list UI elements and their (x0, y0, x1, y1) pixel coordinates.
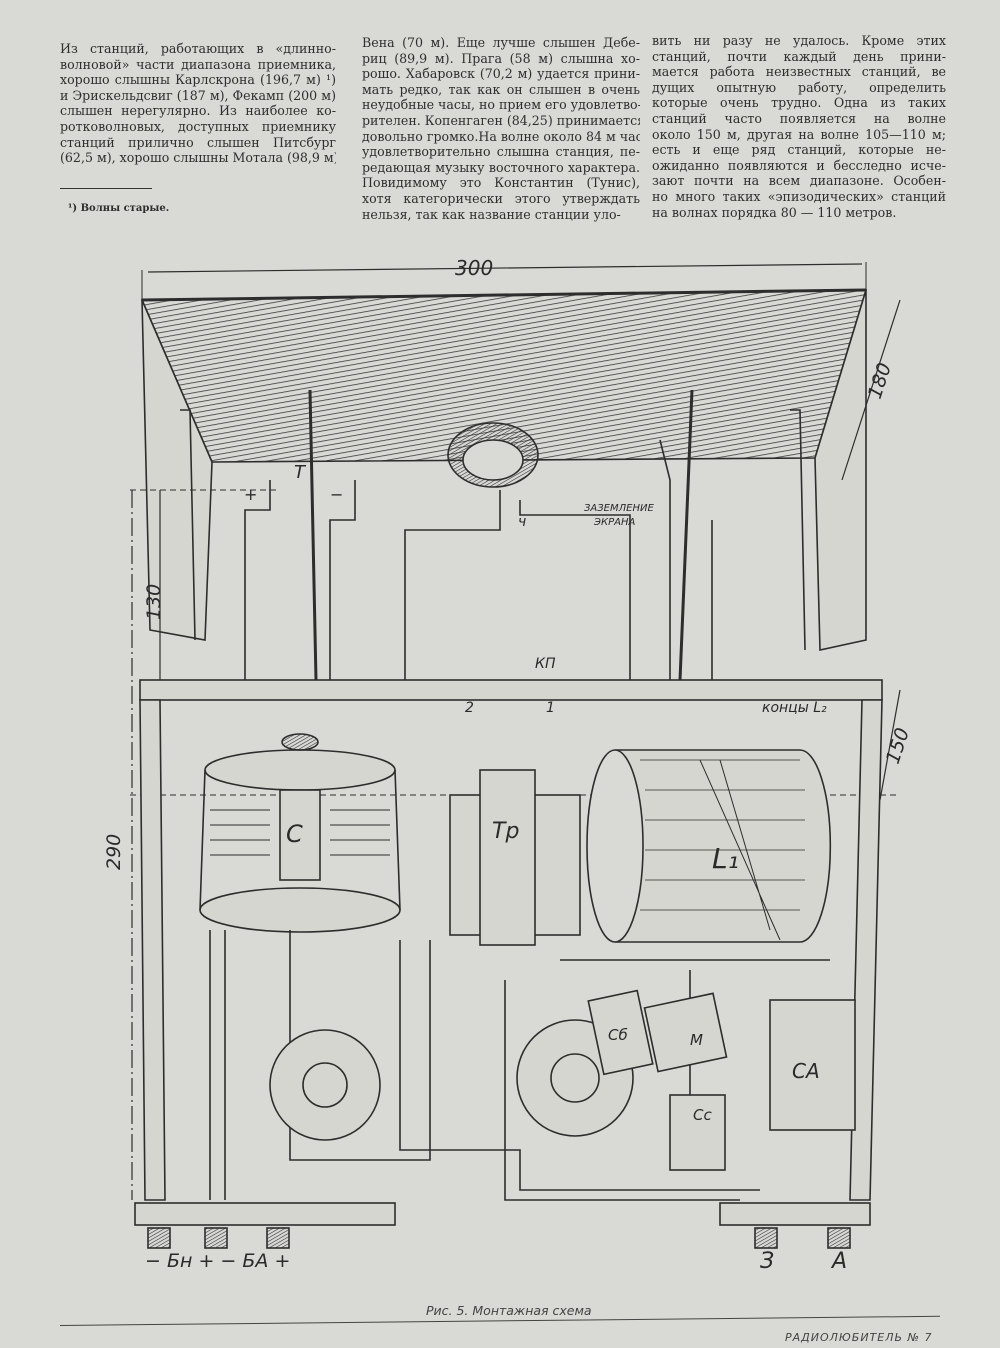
label-term-1: 1 (546, 700, 555, 716)
text-line: довольно громко.На волне около 84 м част… (362, 128, 640, 144)
text-line: ротковолновых, доступных приемнику (60, 118, 336, 134)
wiring-diagram: 300 180 130 150 290 T + − ч ЗАЗЕМЛЕНИЕ Э… (103, 256, 914, 1274)
text-line: Из станций, работающих в «длинно- (60, 41, 336, 56)
label-lamp-mark: ч (518, 514, 526, 530)
label-m: M (690, 1031, 703, 1049)
middle-shelf (139, 679, 883, 701)
text-line: хотя категорически этого утверждать (362, 190, 640, 206)
label-cb: Cб (608, 1026, 628, 1044)
right-side-wall (814, 289, 867, 651)
text-line: мать редко, так как он слышен в очень (362, 81, 640, 97)
journal-footer: РАДИОЛЮБИТЕЛЬ № 7 (785, 1331, 933, 1344)
text-line: нельзя, так как название станции уло- (362, 206, 621, 222)
text-line: и Эрискельдсвиг (187 м), Фекамп (200 м) (60, 87, 336, 103)
text-line: (62,5 м), хорошо слышны Мотала (98,9 м), (60, 150, 336, 166)
label-t: T (294, 462, 307, 483)
label-ca: CA (792, 1059, 820, 1083)
label-ground-terminal: З (760, 1249, 774, 1274)
label-kp: КП (535, 656, 556, 672)
text-line: но много таких «эпизодических» станций (652, 188, 946, 204)
text-line: неудобные часы, но прием его удовлетво- (362, 97, 640, 113)
text-line: удовлетворительно слышна станция, пе- (362, 144, 640, 160)
dim-180: 180 (864, 360, 896, 401)
label-minus: − (330, 485, 343, 504)
label-ground-note-1: ЗАЗЕМЛЕНИЕ (584, 503, 654, 514)
text-line: зают почти на всем диапазоне. Особен- (652, 173, 946, 189)
footnote: ¹) Волны старые. (68, 203, 170, 214)
variable-capacitor-c (199, 733, 401, 933)
text-line: слышен нерегулярно. Из наиболее ко- (60, 103, 336, 119)
capacitor-cb (587, 989, 654, 1076)
text-line: рошо. Хабаровск (70,2 м) удается прини- (362, 66, 640, 82)
label-ground-note-2: ЭКРАНА (593, 517, 635, 528)
text-line: ожиданно появляются и бесследно исче- (652, 157, 946, 173)
text-line: мается работа неизвестных станций, ве (652, 64, 946, 80)
text-line: на волнах порядка 80 — 110 метров. (652, 204, 897, 220)
label-tr: Тр (492, 819, 519, 844)
figure-caption: Рис. 5. Монтажная схема (426, 1303, 592, 1318)
text-column-1: Из станций, работающих в «длинно-волново… (60, 41, 336, 166)
text-line: есть и еще ряд станций, которые не- (652, 142, 946, 158)
text-line: Повидимому это Константин (Тунис), (362, 175, 640, 191)
text-line: волновой» части диапазона приемника, (60, 56, 336, 72)
text-line: станций часто появляется на волне (652, 110, 946, 126)
text-column-2: Вена (70 м). Еще лучше слышен Дебе-риц (… (362, 35, 640, 222)
label-cc: Cc (693, 1106, 712, 1124)
footnote-rule (60, 188, 152, 189)
dim-130: 130 (143, 584, 165, 620)
resistor-m (643, 992, 728, 1073)
label-c: C (286, 820, 303, 848)
text-line: рителен. Копенгаген (84,25) принимается (362, 112, 640, 128)
antenna-terminal-strip (719, 1202, 871, 1226)
text-line: риц (89,9 м). Прага (58 м) слышна хо- (362, 50, 640, 66)
text-line: около 150 м, другая на волне 105—110 м; (652, 126, 946, 142)
text-line: которые очень трудно. Одна из таких (652, 95, 946, 111)
text-line: вить ни разу не удалось. Кроме этих (652, 33, 946, 48)
label-term-2: 2 (465, 700, 474, 716)
capacitor-cc (669, 1094, 726, 1171)
text-line: Вена (70 м). Еще лучше слышен Дебе- (362, 35, 640, 50)
text-line: станций, почти каждый день прини- (652, 48, 946, 64)
label-l1: L₁ (712, 842, 739, 875)
text-line: редающая музыку восточного характера. (362, 159, 640, 175)
coil-l1 (586, 749, 832, 943)
dim-150: 150 (882, 725, 914, 766)
text-line: хорошо слышны Карлскрона (196,7 м) ¹) (60, 72, 336, 88)
transformer-tr (449, 769, 581, 946)
dim-300: 300 (455, 256, 493, 280)
dim-290: 290 (103, 834, 125, 870)
label-battery-terminals: − Бн + − БА + (145, 1250, 290, 1272)
tube-socket-left (269, 1029, 381, 1141)
label-l2-ends: концы L₂ (762, 700, 827, 716)
label-plus: + (244, 485, 257, 504)
capacitor-ca (769, 999, 856, 1131)
battery-terminal-strip (134, 1202, 396, 1226)
label-antenna-terminal: A (830, 1249, 847, 1274)
text-line: дущих опытную работу, определить (652, 79, 946, 95)
text-line: станций прилично слышен Питсбург (60, 134, 336, 150)
